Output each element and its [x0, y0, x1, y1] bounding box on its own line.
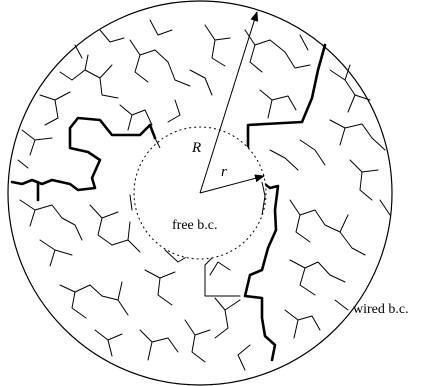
thin-branches — [17, 19, 391, 371]
inner-radius-arrow — [199, 174, 265, 194]
inner-branches — [154, 137, 266, 216]
outer-radius-label: R — [191, 140, 201, 156]
wired-boundary-label: wired b.c. — [353, 302, 409, 317]
outer-circle — [7, 0, 393, 386]
thick-paths — [10, 43, 327, 362]
outer-radius-arrow — [199, 11, 259, 194]
inner-radius-label: r — [221, 164, 227, 180]
free-boundary-label: free b.c. — [172, 218, 217, 233]
